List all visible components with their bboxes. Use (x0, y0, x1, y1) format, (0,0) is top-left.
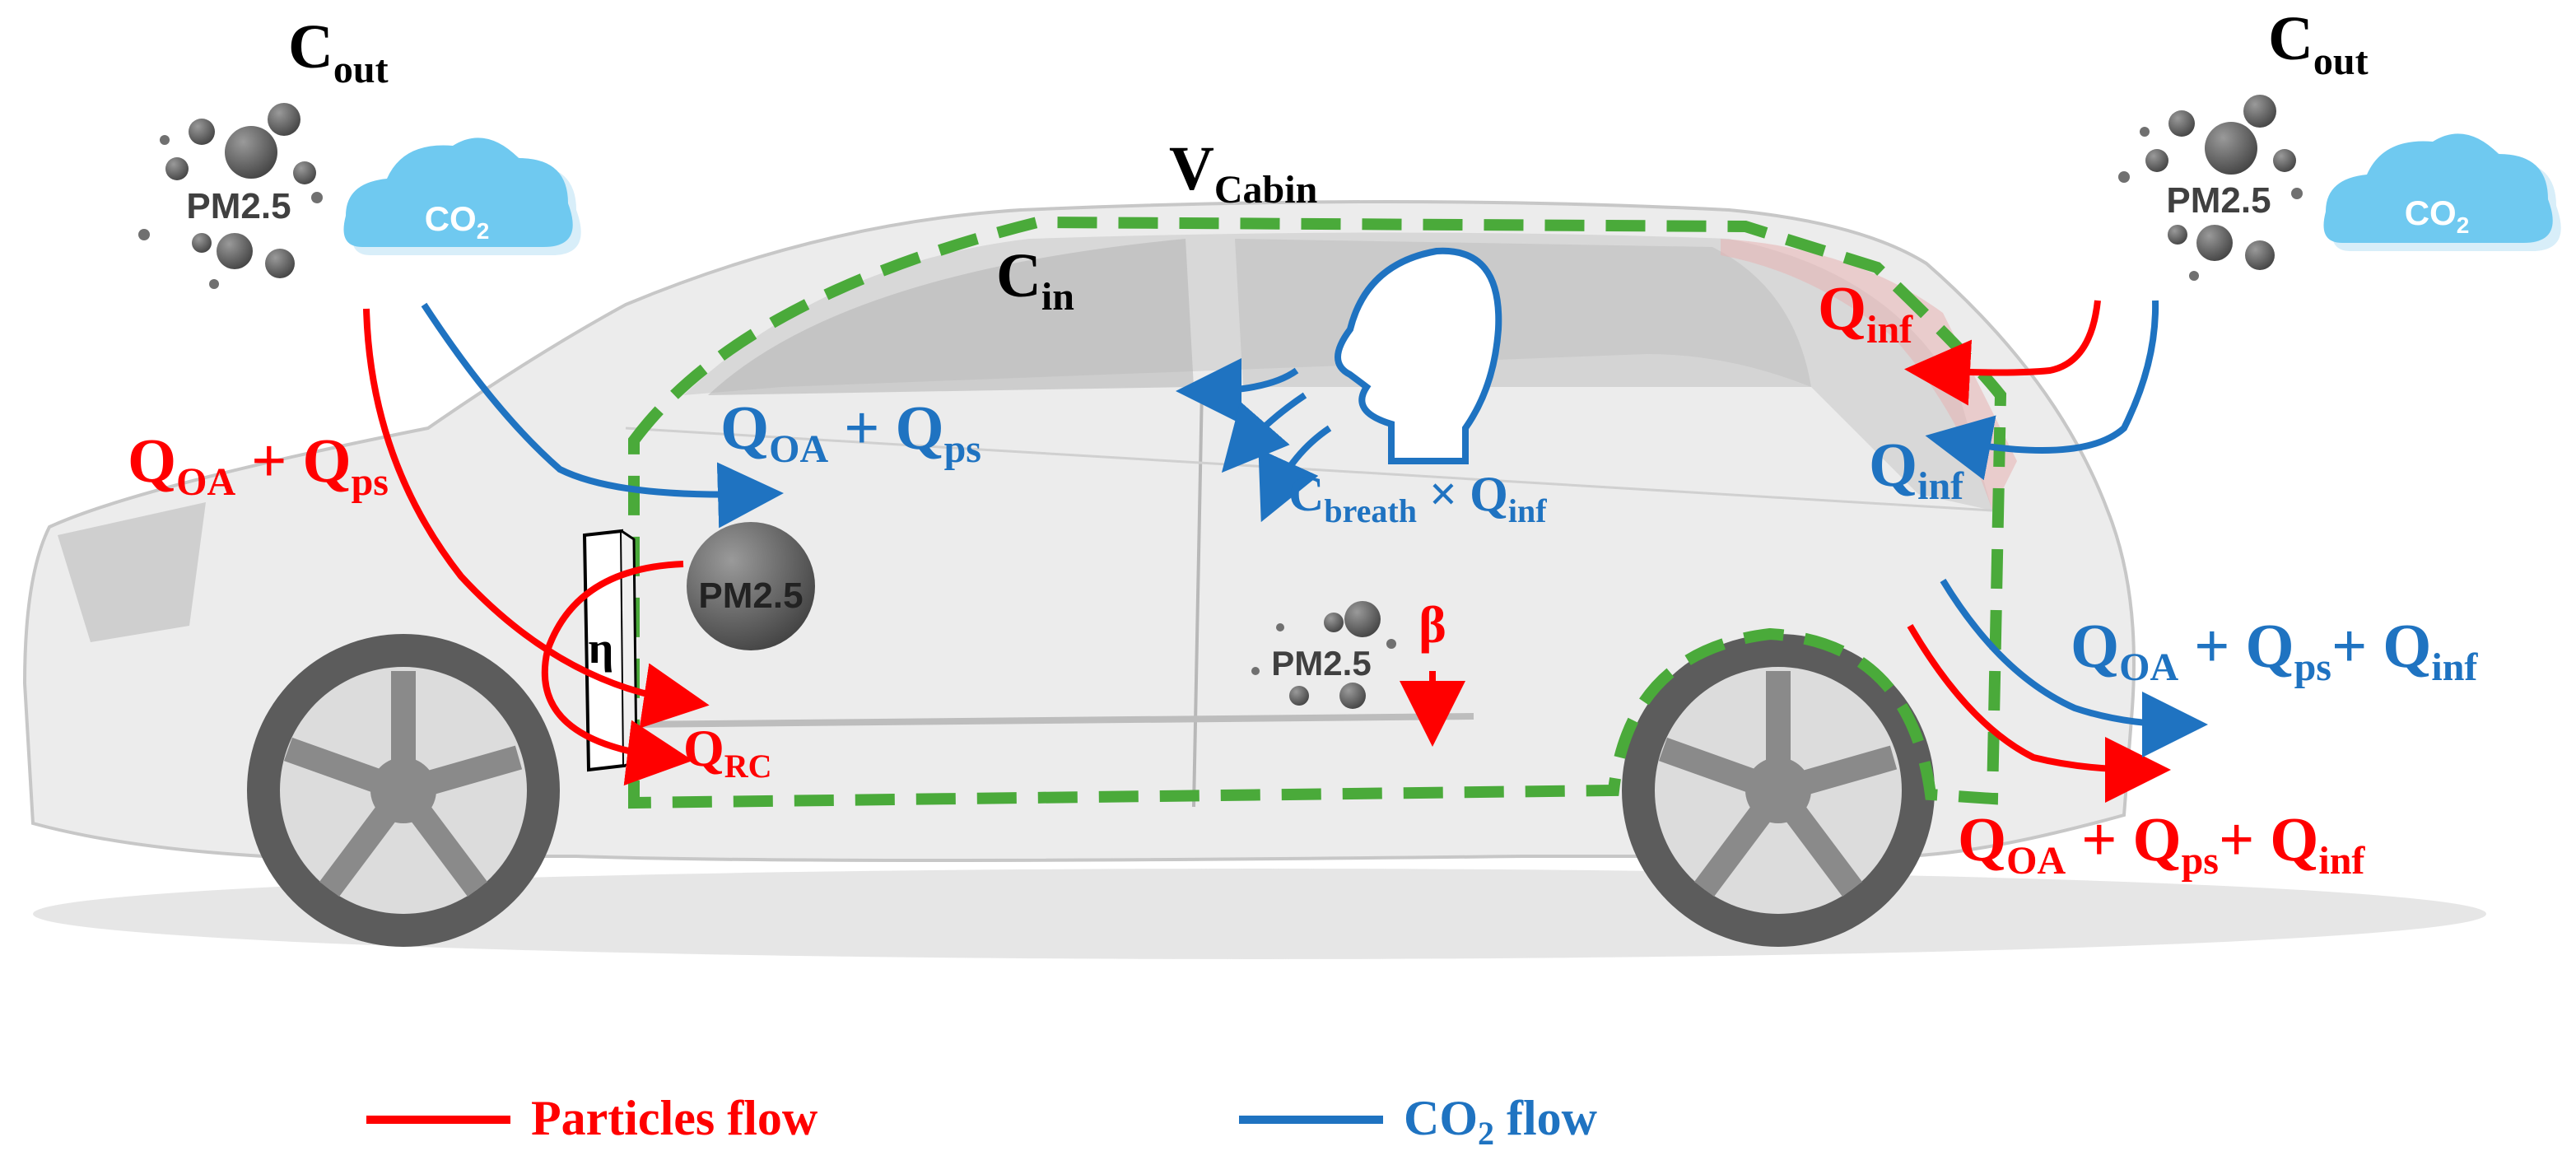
car-window-rear (1235, 239, 1811, 387)
v-cabin-label: VCabin (1169, 134, 1317, 212)
beta-label: β (1418, 595, 1446, 654)
q-oa-ps-co2-label: QOA + Qps (720, 394, 981, 471)
eta-label: η (589, 623, 614, 673)
deposition-particle-cluster-icon: PM2.5 (1251, 601, 1396, 709)
q-inf-particles-label: Qinf (1818, 274, 1913, 352)
car-window-front (708, 239, 1194, 395)
outdoor-sources-left: PM2.5 CO2 Cout (138, 12, 581, 289)
pm25-recirculated-particle: PM2.5 (687, 522, 815, 650)
car-illustration (22, 200, 2486, 959)
particles-exhaust-arrow (1907, 623, 2171, 803)
co2-exhaust-arrow (1940, 578, 2208, 757)
co2-breath-arrow-lower (1258, 425, 1332, 523)
particles-outdoor-intake-arrow (363, 308, 710, 729)
equation-labels: VCabin Cin QOA + Qps QOA + Qps QRC Cbrea… (128, 134, 2478, 883)
co2-cloud-icon: CO2 (2323, 133, 2561, 251)
c-in-label: Cin (996, 241, 1074, 319)
co2-outdoor-intake-arrow (421, 302, 784, 529)
co2-flow-arrows (421, 300, 2208, 757)
co2-label: CO2 (425, 199, 490, 244)
legend-co2-label: CO2 flow (1404, 1091, 1598, 1152)
pm25-label: PM2.5 (1271, 644, 1371, 683)
co2-label: CO2 (2405, 193, 2470, 238)
co2-breath-arrow-middle (1221, 392, 1307, 473)
c-out-right-label: Cout (2268, 4, 2369, 83)
q-oa-ps-particles-label: QOA + Qps (128, 426, 389, 504)
co2-infiltration-arrow (1925, 300, 2159, 481)
q-inf-co2-label: Qinf (1869, 431, 1964, 508)
legend-particles-label: Particles flow (531, 1091, 818, 1145)
particles-recirculation-arrow (541, 561, 693, 786)
q-exhaust-co2-label: QOA + Qps+ Qinf (2071, 612, 2478, 689)
breath-source-label: Cbreath × Qinf (1288, 467, 1547, 529)
pm25-particle-cluster-icon: PM2.5 (138, 103, 323, 289)
particles-infiltration-arrow (1904, 300, 2101, 406)
person-head-icon (1335, 247, 1502, 464)
q-exhaust-particles-label: QOA + Qps+ Qinf (1958, 805, 2365, 883)
filter-icon: η (582, 529, 638, 772)
car-headlight (58, 502, 206, 642)
legend: Particles flow CO2 flow (366, 1091, 1598, 1152)
pm25-label: PM2.5 (2166, 180, 2271, 221)
q-rc-label: QRC (683, 719, 772, 785)
front-wheel (247, 634, 560, 947)
outdoor-sources-right: PM2.5 CO2 Cout (2118, 4, 2561, 281)
rear-wheel (1622, 634, 1935, 947)
pm25-label: PM2.5 (698, 576, 803, 616)
pm25-label: PM2.5 (186, 186, 291, 226)
co2-breath-arrow-upper (1176, 357, 1299, 424)
particle-flow-arrows (363, 300, 2171, 803)
cabin-boundary (628, 216, 2007, 809)
c-out-left-label: Cout (288, 12, 389, 91)
pm25-particle-cluster-icon: PM2.5 (2118, 95, 2303, 281)
co2-cloud-icon: CO2 (343, 137, 581, 255)
